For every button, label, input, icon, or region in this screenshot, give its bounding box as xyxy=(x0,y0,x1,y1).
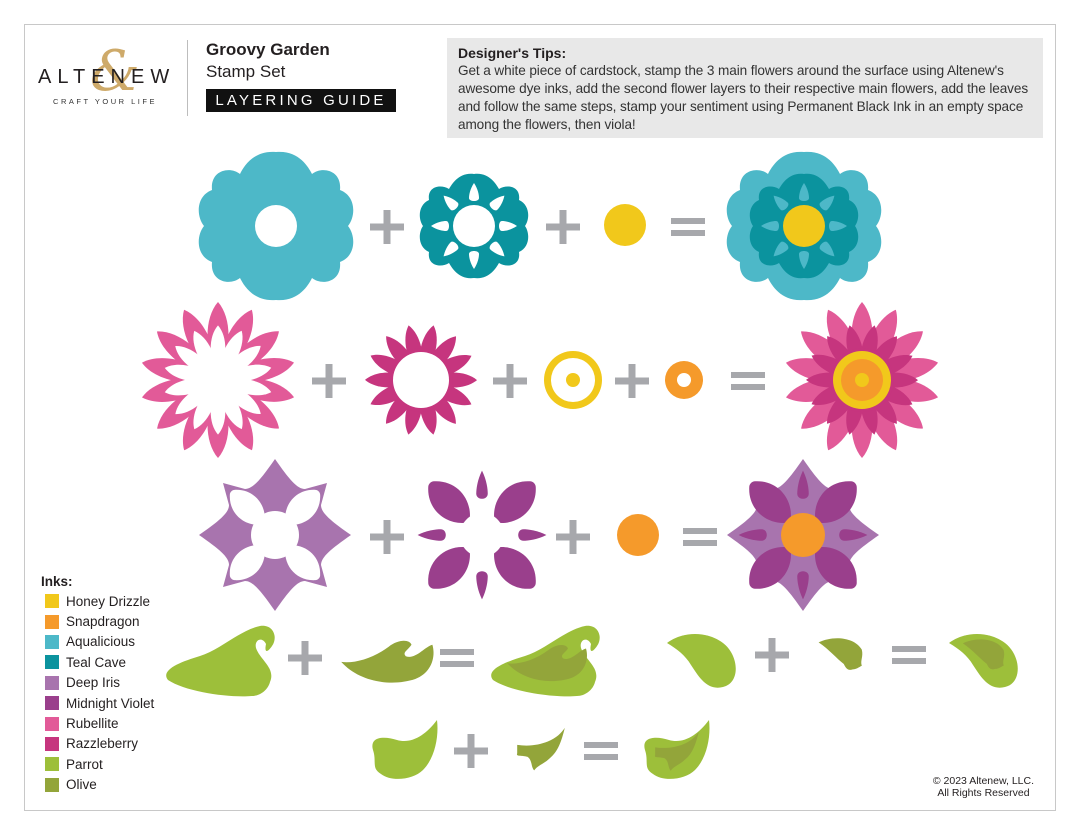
row-daisy-flower xyxy=(140,302,941,458)
layering-guide-badge: LAYERING GUIDE xyxy=(206,89,396,112)
equals-icon xyxy=(584,742,618,760)
copyright-notice: © 2023 Altenew, LLC. All Rights Reserved xyxy=(933,775,1034,799)
olive-leaf-layer xyxy=(341,640,434,683)
plus-icon xyxy=(556,520,590,554)
plus-icon xyxy=(370,210,404,244)
designer-tips-box: Designer's Tips: Get a white piece of ca… xyxy=(447,38,1043,138)
olive-leaf-layer xyxy=(818,638,863,670)
tips-heading: Designer's Tips: xyxy=(458,45,567,61)
equals-icon xyxy=(440,649,474,667)
ink-name: Teal Cave xyxy=(66,654,127,670)
ink-item: Snapdragon xyxy=(41,611,154,631)
honey-drizzle-center xyxy=(604,204,646,246)
row-teardrop-leaf xyxy=(667,634,1018,688)
razzleberry-daisy-layer xyxy=(365,324,477,437)
parrot-leaf-layer xyxy=(372,720,438,779)
small-leaf-result xyxy=(644,720,710,779)
color-swatch xyxy=(45,675,59,690)
ink-item: Midnight Violet xyxy=(41,693,154,713)
ink-name: Razzleberry xyxy=(66,736,139,752)
rights-line: All Rights Reserved xyxy=(937,787,1030,799)
ink-name: Parrot xyxy=(66,756,103,772)
row-scallop-flower xyxy=(198,151,882,301)
deep-iris-star-layer xyxy=(199,459,351,611)
large-leaf-result xyxy=(491,625,600,697)
color-swatch xyxy=(45,777,59,792)
plus-icon xyxy=(312,364,346,398)
aqualicious-scallop-layer xyxy=(198,151,354,301)
page-subtitle: Stamp Set xyxy=(206,62,286,81)
color-swatch xyxy=(45,757,59,772)
ink-item: Rubellite xyxy=(41,713,154,733)
tips-body: Get a white piece of cardstock, stamp th… xyxy=(458,63,1029,132)
altenew-logo: & ALTENEW CRAFT YOUR LIFE xyxy=(38,44,176,112)
inks-legend: Inks: Honey Drizzle Snapdragon Aqualicio… xyxy=(41,574,154,795)
plus-icon xyxy=(615,364,649,398)
ink-name: Rubellite xyxy=(66,716,119,732)
logo-wordmark: ALTENEW xyxy=(38,66,176,88)
color-swatch xyxy=(45,716,59,731)
scallop-flower-result xyxy=(726,151,882,301)
equals-icon xyxy=(683,528,717,546)
color-swatch xyxy=(45,634,59,649)
rubellite-daisy-layer xyxy=(140,302,297,458)
equals-icon xyxy=(671,218,705,236)
equals-icon xyxy=(731,372,765,390)
row-small-leaf xyxy=(372,720,710,779)
color-swatch xyxy=(45,696,59,711)
color-swatch xyxy=(45,736,59,751)
parrot-leaf-layer xyxy=(667,634,736,688)
plus-icon xyxy=(370,520,404,554)
color-swatch xyxy=(45,594,59,609)
ink-item: Razzleberry xyxy=(41,734,154,754)
logo-tagline: CRAFT YOUR LIFE xyxy=(53,97,157,106)
page-title: Groovy Garden xyxy=(206,40,330,59)
ink-item: Honey Drizzle xyxy=(41,591,154,611)
teardrop-leaf-result xyxy=(949,634,1018,688)
plus-icon xyxy=(493,364,527,398)
row-large-leaf xyxy=(166,625,600,697)
copyright-line: © 2023 Altenew, LLC. xyxy=(932,775,1034,787)
ink-item: Deep Iris xyxy=(41,673,154,693)
color-swatch xyxy=(45,655,59,670)
ink-name: Snapdragon xyxy=(66,614,140,630)
ink-name: Deep Iris xyxy=(66,675,121,691)
ampersand-mark: & xyxy=(90,39,140,104)
equals-icon xyxy=(892,646,926,664)
daisy-flower-result xyxy=(784,302,941,458)
teal-cave-scallop-layer xyxy=(419,173,529,279)
parrot-leaf-layer xyxy=(166,625,275,697)
snapdragon-center xyxy=(617,514,659,556)
olive-leaf-layer xyxy=(516,727,565,771)
snapdragon-ring xyxy=(665,361,703,399)
row-star-flower xyxy=(199,459,879,611)
ink-name: Midnight Violet xyxy=(66,695,155,711)
midnight-violet-petal-layer xyxy=(418,471,547,600)
ink-item: Aqualicious xyxy=(41,632,154,652)
header-divider xyxy=(187,40,188,116)
plus-icon xyxy=(755,638,789,672)
inks-heading: Inks: xyxy=(41,574,73,589)
color-swatch xyxy=(45,614,59,629)
ink-item: Parrot xyxy=(41,754,154,774)
ink-item: Teal Cave xyxy=(41,652,154,672)
ink-item: Olive xyxy=(41,775,154,795)
star-flower-result xyxy=(727,459,879,611)
plus-icon xyxy=(454,734,488,768)
ink-name: Honey Drizzle xyxy=(66,593,151,609)
plus-icon xyxy=(288,641,322,675)
honey-drizzle-ring xyxy=(544,351,602,409)
ink-name: Olive xyxy=(66,777,97,793)
ink-name: Aqualicious xyxy=(66,634,136,650)
plus-icon xyxy=(546,210,580,244)
